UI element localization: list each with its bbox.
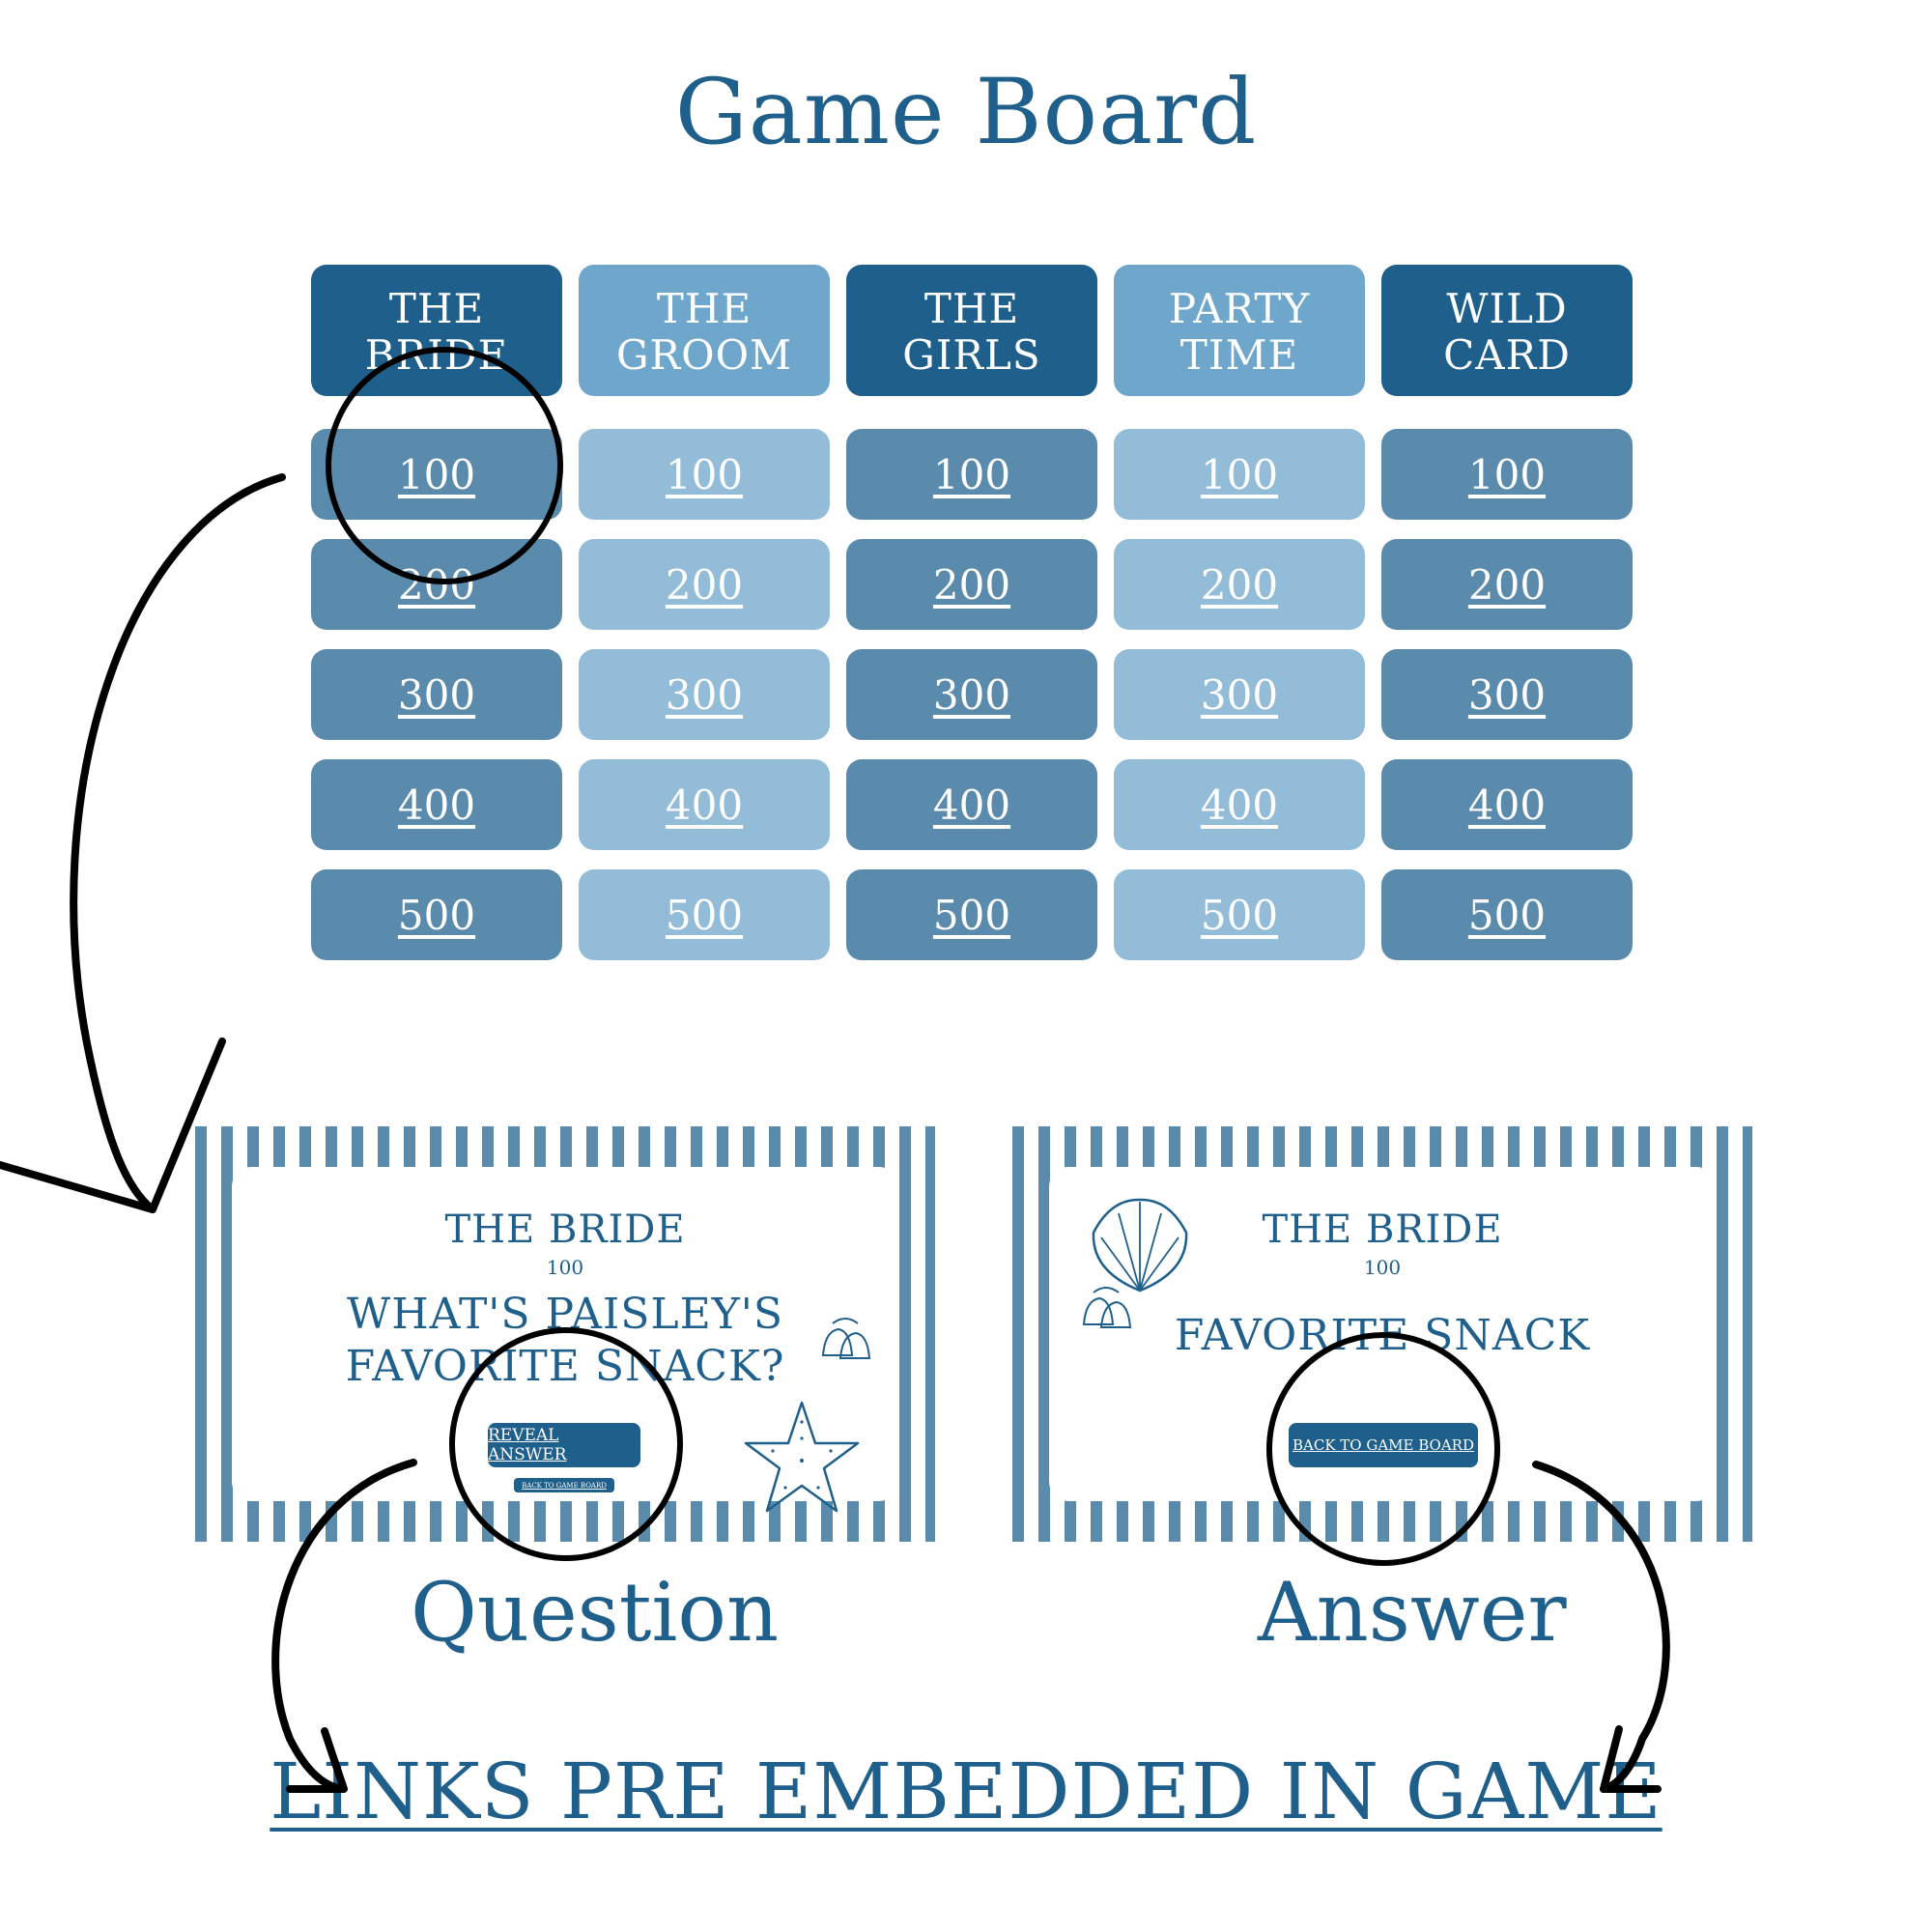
tile-party-time-500[interactable]: 500 [1114,869,1365,960]
question-text: WHAT'S PAISLEY'S FAVORITE SNACK? [232,1289,898,1393]
tile-wild-card-500[interactable]: 500 [1381,869,1633,960]
tile-the-groom-100[interactable]: 100 [579,429,830,520]
question-card: THE BRIDE 100 WHAT'S PAISLEY'S FAVORITE … [195,1126,935,1542]
tile-the-girls-300[interactable]: 300 [846,649,1097,740]
tile-party-time-100[interactable]: 100 [1114,429,1365,520]
answer-card: THE BRIDE 100 FAVORITE SNACK BACK TO GAM… [1012,1126,1752,1542]
tile-party-time-400[interactable]: 400 [1114,759,1365,850]
category-line1: THE [656,285,753,332]
bells-icon [1082,1287,1132,1328]
back-to-game-board-button[interactable]: BACK TO GAME BOARD [514,1478,614,1492]
tile-wild-card-300[interactable]: 300 [1381,649,1633,740]
tile-the-girls-500[interactable]: 500 [846,869,1097,960]
shell-icon [1092,1198,1188,1293]
answer-card-value: 100 [1363,1256,1402,1279]
tile-the-girls-100[interactable]: 100 [846,429,1097,520]
question-line1: WHAT'S PAISLEY'S [346,1290,784,1339]
answer-text: FAVORITE SNACK [1174,1311,1591,1360]
tile-the-groom-300[interactable]: 300 [579,649,830,740]
tile-the-bride-500[interactable]: 500 [311,869,562,960]
question-line2: FAVORITE SNACK? [345,1342,785,1391]
tile-the-bride-300[interactable]: 300 [311,649,562,740]
question-card-value: 100 [546,1256,584,1279]
tile-the-girls-200[interactable]: 200 [846,539,1097,630]
category-line1: PARTY [1168,285,1311,332]
tile-the-bride-200[interactable]: 200 [311,539,562,630]
question-card-panel: THE BRIDE 100 WHAT'S PAISLEY'S FAVORITE … [232,1167,898,1513]
answer-card-panel: THE BRIDE 100 FAVORITE SNACK BACK TO GAM… [1049,1167,1716,1501]
tile-wild-card-400[interactable]: 400 [1381,759,1633,850]
category-line2: CARD [1443,331,1571,379]
category-line2: GIRLS [902,331,1041,379]
answer-card-category: THE BRIDE [1262,1208,1503,1252]
tile-the-groom-500[interactable]: 500 [579,869,830,960]
category-line1: THE [923,285,1020,332]
links-embedded-footer[interactable]: LINKS PRE EMBEDDED IN GAME [270,1747,1662,1836]
category-line1: THE [388,285,485,332]
page-title: Game Board [674,60,1258,165]
starfish-icon [744,1401,860,1513]
question-caption: Question [411,1565,780,1660]
tile-the-groom-400[interactable]: 400 [579,759,830,850]
tile-wild-card-200[interactable]: 200 [1381,539,1633,630]
category-line2: TIME [1179,331,1299,379]
category-line2: BRIDE [364,331,509,379]
tile-the-bride-100[interactable]: 100 [311,429,562,520]
category-line2: GROOM [615,331,793,379]
question-card-category: THE BRIDE [444,1208,686,1252]
tile-party-time-200[interactable]: 200 [1114,539,1365,630]
answer-caption: Answer [1258,1565,1567,1660]
bells-icon [821,1318,871,1359]
tile-wild-card-100[interactable]: 100 [1381,429,1633,520]
category-line1: WILD [1446,285,1568,332]
tile-the-bride-400[interactable]: 400 [311,759,562,850]
tile-party-time-300[interactable]: 300 [1114,649,1365,740]
arrowhead-icon [0,1037,226,1213]
back-to-game-board-button[interactable]: BACK TO GAME BOARD [1289,1423,1478,1467]
arrow-icon [70,473,286,1213]
tile-the-girls-400[interactable]: 400 [846,759,1097,850]
reveal-answer-button[interactable]: REVEAL ANSWER [488,1423,640,1467]
tile-the-groom-200[interactable]: 200 [579,539,830,630]
